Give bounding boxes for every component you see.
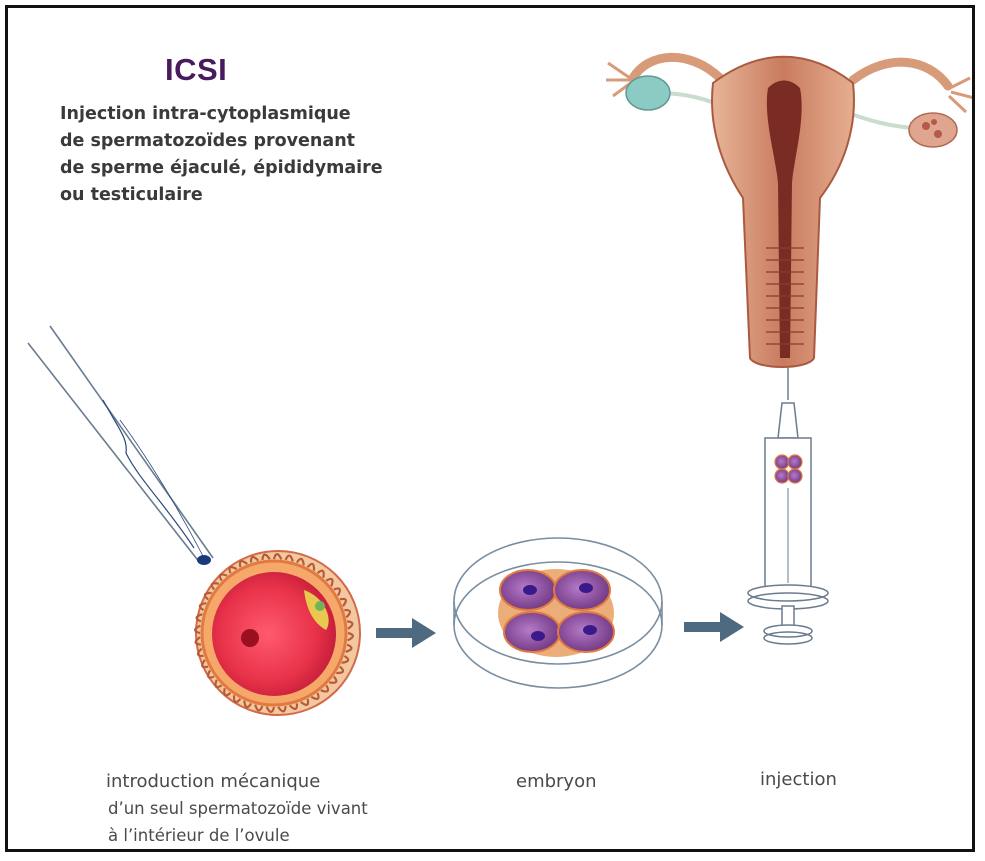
caption-step1: introduction mécanique d’un seul spermat… — [106, 768, 368, 849]
arrow-right-icon — [376, 618, 436, 648]
uterus-icon — [606, 57, 974, 367]
arrow-right-icon — [684, 612, 744, 642]
micropipette-icon — [28, 326, 213, 565]
oocyte-icon — [195, 551, 360, 715]
caption-line: à l’intérieur de l’ovule — [106, 822, 368, 849]
caption-step2: embryon — [516, 768, 597, 795]
diagram-frame: ICSI Injection intra-cytoplasmique de sp… — [5, 5, 975, 852]
caption-line: introduction mécanique — [106, 768, 368, 795]
syringe-icon — [748, 368, 828, 644]
petri-dish-embryo-icon — [454, 538, 662, 688]
diagram-illustrations — [8, 8, 975, 852]
caption-step3: injection — [760, 766, 837, 793]
caption-line: d’un seul spermatozoïde vivant — [106, 795, 368, 822]
